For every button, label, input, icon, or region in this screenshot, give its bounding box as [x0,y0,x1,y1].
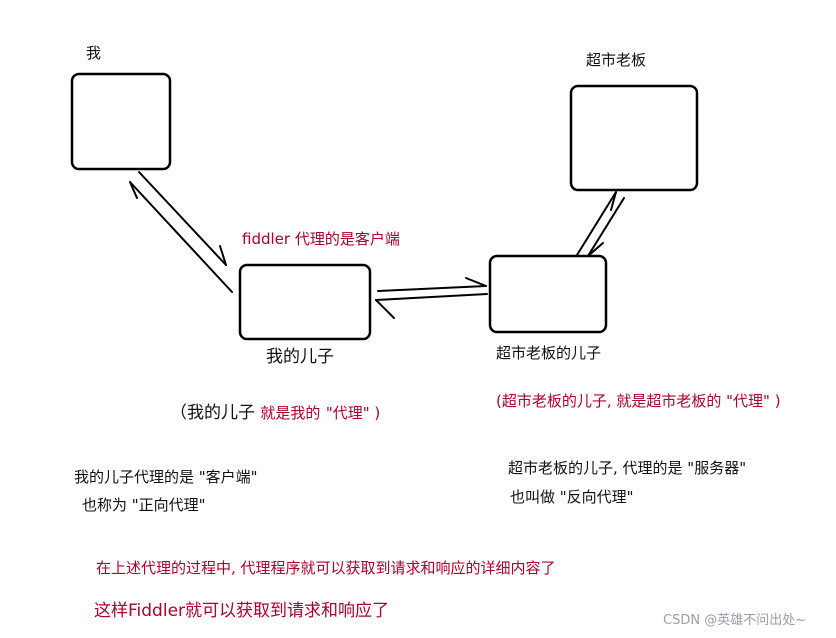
label-me: 我 [86,44,102,62]
arrow-son-to-boss-son [377,277,487,292]
arrow-boss-son-to-son [375,293,488,319]
boss-son-proxy-note: (超市老板的儿子, 就是超市老板的 "代理" ) [496,392,781,410]
son-proxy-note: （我的儿子 就是我的 "代理" ) [170,405,380,422]
watermark: CSDN @英雄不问出处~ [663,613,807,628]
process-note: 在上述代理的过程中, 代理程序就可以获取到请求和响应的详细内容了 [96,559,556,577]
arrow-boss-son-to-boss [576,191,617,256]
son-note-prefix: （我的儿子 [170,403,255,423]
box-boss [569,84,699,192]
label-boss-son: 超市老板的儿子 [496,344,602,362]
label-son: 我的儿子 [266,347,334,367]
arrow-boss-to-boss-son [587,197,625,257]
fiddler-capture-note: 这样Fiddler就可以获取到请求和响应了 [94,601,390,621]
label-boss: 超市老板 [586,51,647,69]
fiddler-client-note: fiddler 代理的是客户端 [242,230,400,248]
box-son [238,263,372,341]
client-proxy-line1: 我的儿子代理的是 "客户端" [74,468,258,486]
box-boss-son [488,254,608,334]
client-proxy-line2: 也称为 "正向代理" [82,496,206,514]
son-note-red: 就是我的 [260,404,321,422]
arrow-son-to-me [129,181,233,293]
son-note-suffix: "代理" ) [325,404,381,422]
server-proxy-line2: 也叫做 "反向代理" [510,488,634,506]
server-proxy-line1: 超市老板的儿子, 代理的是 "服务器" [508,459,747,477]
box-me [70,72,172,171]
arrow-me-to-son [138,171,227,266]
